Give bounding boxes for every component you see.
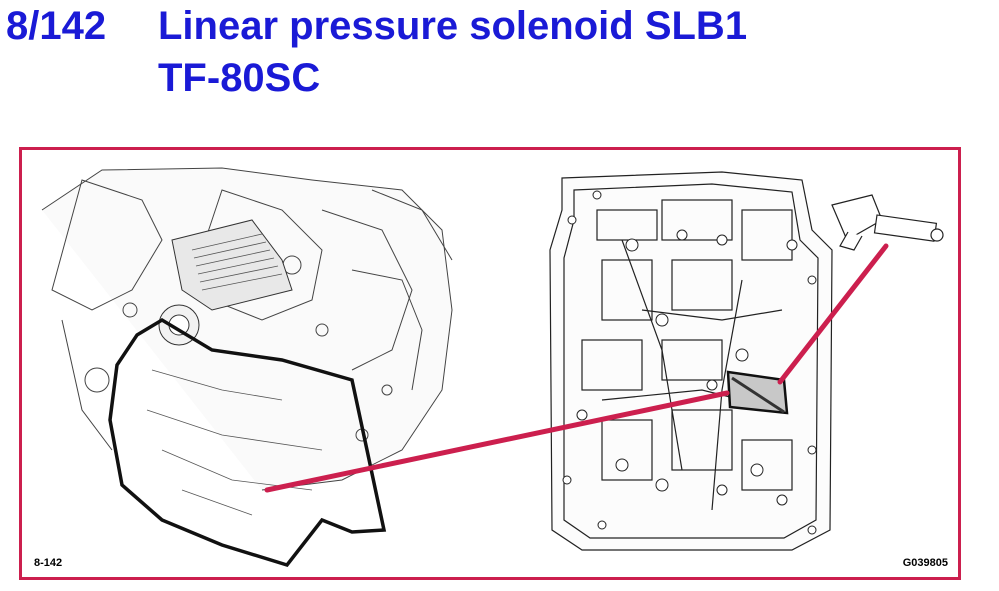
slide-subtitle: TF-80SC [158, 56, 321, 100]
slide-title: Linear pressure solenoid SLB1 [158, 4, 748, 48]
solenoid-slb1-part [831, 194, 944, 251]
valve-body-module [158, 219, 293, 346]
valve-body-plate [549, 171, 833, 551]
transmission-housing [41, 167, 453, 491]
oil-pan-outline [108, 317, 387, 568]
graphic-code: G039805 [902, 557, 948, 569]
figure-frame: 8-142 G039805 [19, 147, 961, 580]
slide-number: 8/142 [6, 4, 107, 48]
valve-body-bolts [562, 190, 817, 535]
figure-number: 8-142 [34, 557, 63, 569]
callout-lines [264, 243, 889, 493]
figure-illustration [41, 167, 944, 568]
solenoid-slb1-location [726, 370, 789, 415]
